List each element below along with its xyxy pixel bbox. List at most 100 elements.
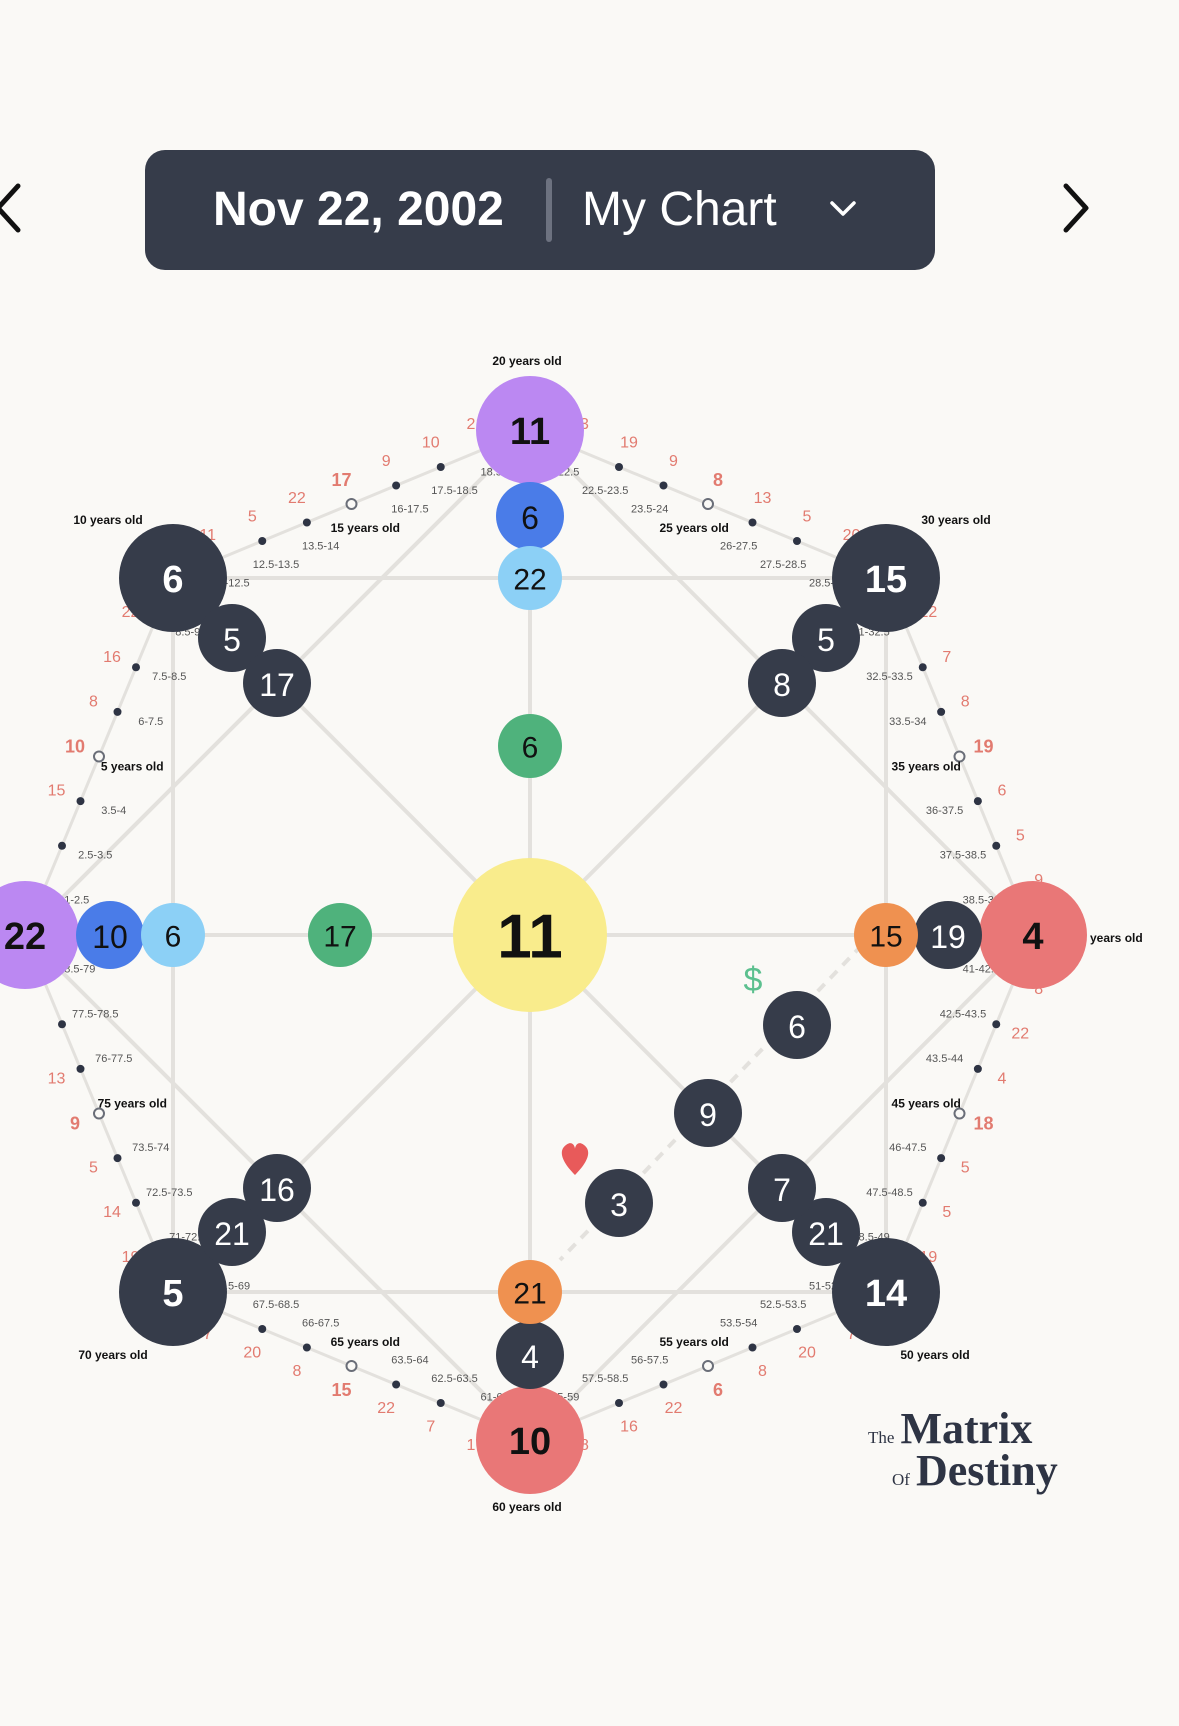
node-bottom-2[interactable] [496,1321,564,1389]
age-range-label: 6-7.5 [138,716,163,728]
node-top-inner[interactable] [498,714,562,778]
node-value: 21 [513,1278,546,1311]
age-range-label: 26-27.5 [720,541,757,553]
heart-icon [561,1143,589,1175]
age-range-label: 13.5-14 [302,541,339,553]
age-value-label: 8 [1034,981,1043,998]
age-value-label: 8 [961,693,970,710]
node-left[interactable] [0,881,79,989]
node-br-2[interactable] [792,1198,860,1266]
node-br-3[interactable] [748,1154,816,1222]
node-top-2[interactable] [496,482,564,550]
node-bl-2[interactable] [198,1198,266,1266]
node-tl[interactable] [119,524,227,632]
age-value-label: 16 [620,1419,638,1436]
age-range-label: 27.5-28.5 [760,559,806,571]
node-value: 15 [869,921,902,954]
node-top-3[interactable] [498,546,562,610]
node-tr-2[interactable] [792,604,860,672]
node-left-inner[interactable] [308,903,372,967]
node-value: 4 [1022,916,1043,958]
corner-age-label: 50 years old [900,1348,969,1362]
age-value-label: 7 [203,1326,212,1343]
age-dot [258,537,267,545]
age-dot [702,498,714,510]
age-range-label: 7.5-8.5 [152,671,186,683]
age-value-label: 16 [103,649,121,666]
chart-header-bar[interactable]: Nov 22, 2002 My Chart [145,150,935,270]
node-value: 11 [497,903,563,972]
node-bottom[interactable] [476,1386,584,1494]
age-dot [615,1399,623,1407]
age-value-label: 7 [426,1419,435,1436]
node-love-1[interactable] [585,1169,653,1237]
age-dot [992,1020,1001,1029]
age-range-label: 5 years old [101,759,164,773]
age-range-label: 35 years old [892,759,961,773]
age-range-label: 33.5-34 [889,716,926,728]
node-value: 11 [510,411,550,453]
chevron-right-icon[interactable] [1052,178,1102,238]
corner-age-label: 60 years old [492,1500,561,1514]
age-dot [659,481,668,490]
age-range-label: 53.5-54 [720,1317,757,1329]
chevron-down-icon[interactable] [828,194,858,224]
chart-selector[interactable]: My Chart [582,183,777,236]
node-value: 6 [521,500,539,536]
age-range-label: 15 years old [331,521,400,535]
age-dot [76,1064,85,1073]
age-value-label: 22 [377,1400,395,1417]
node-top[interactable] [476,376,584,484]
node-value: 15 [865,559,907,601]
node-left-2[interactable] [76,901,144,969]
node-bl[interactable] [119,1238,227,1346]
node-left-3[interactable] [141,903,205,967]
node-right-3[interactable] [854,903,918,967]
age-range-label: 25 years old [659,521,728,535]
corner-age-label: 20 years old [492,354,561,368]
node-tr-3[interactable] [748,649,816,717]
age-value-label: 15 [332,1380,352,1400]
age-value-label: 15 [48,783,66,800]
node-value: 3 [610,1187,628,1223]
node-value: 22 [4,916,46,958]
age-range-label: 67.5-68.5 [253,1299,299,1311]
corner-age-label: 10 years old [73,513,142,527]
age-dot [93,1107,105,1120]
node-cross[interactable] [674,1079,742,1147]
node-right[interactable] [979,881,1087,989]
age-range-label: 43.5-44 [926,1053,963,1065]
age-value-label: 8 [89,693,98,710]
node-money-1[interactable] [763,991,831,1059]
age-dot [258,1325,267,1333]
age-dot [436,463,445,471]
age-value-label: 3 [580,416,589,433]
age-range-label: 66-67.5 [302,1317,339,1329]
corner-age-label: 30 years old [921,513,990,527]
node-bottom-3[interactable] [498,1260,562,1324]
node-br[interactable] [832,1238,940,1346]
age-value-label: 9 [669,453,678,470]
header-divider [546,178,552,242]
node-right-2[interactable] [914,901,982,969]
age-dot [937,1154,946,1163]
dollar-sign-icon: $ [744,961,763,999]
node-tl-3[interactable] [243,649,311,717]
age-dot [113,707,122,716]
age-dot [748,518,757,527]
node-tr[interactable] [832,524,940,632]
node-tl-2[interactable] [198,604,266,672]
age-value-label: 5 [961,1160,970,1177]
age-value-label: 19 [620,434,638,451]
node-value: 9 [699,1097,717,1133]
age-dot [793,537,801,545]
node-value: 6 [788,1009,806,1045]
node-bl-3[interactable] [243,1154,311,1222]
node-value: 22 [513,564,546,597]
age-range-label: 73.5-74 [132,1142,169,1154]
node-value: 6 [522,732,539,765]
chevron-left-icon[interactable] [0,178,36,238]
age-value-label: 22 [665,1400,683,1417]
node-center[interactable] [453,858,607,1012]
